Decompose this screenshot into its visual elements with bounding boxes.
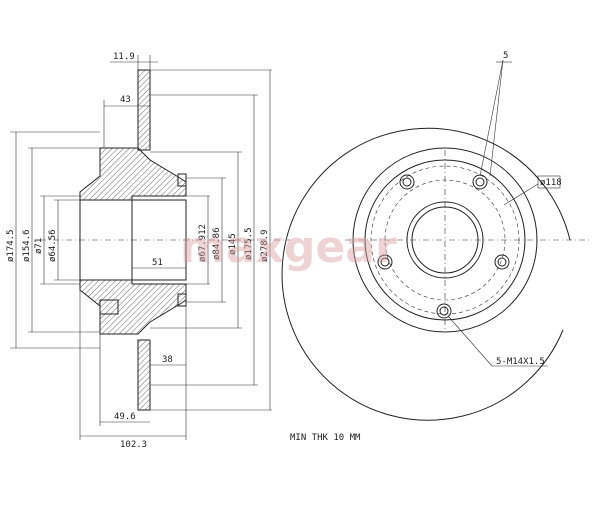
pcd-label-box bbox=[537, 175, 561, 189]
hub-upper-section bbox=[79, 147, 187, 201]
thread-label: 5-M14X1.5 bbox=[496, 357, 545, 367]
dim-offset-38: 38 bbox=[162, 355, 173, 365]
leader-thread bbox=[447, 315, 493, 367]
seal-bottom bbox=[177, 293, 187, 307]
dim-d9: ø278.9 bbox=[260, 229, 270, 262]
disc-flange-section-lower bbox=[137, 339, 151, 411]
bolt-hole bbox=[472, 174, 488, 190]
leader-pcd bbox=[503, 183, 539, 206]
dim-inner-width: 51 bbox=[152, 258, 163, 268]
brand-watermark: maxgear bbox=[180, 222, 397, 273]
dim-d8: ø175.5 bbox=[244, 227, 254, 260]
side-section-view bbox=[10, 55, 290, 440]
bolt-hole bbox=[436, 303, 452, 319]
bolt-hole bbox=[494, 254, 510, 270]
disc-outer-edge bbox=[281, 127, 571, 421]
bolt-count-label: 5 bbox=[503, 51, 508, 61]
front-view: 5 ø118 5-M14X1.5 bbox=[281, 51, 590, 421]
dim-d4: ø64.56 bbox=[48, 229, 58, 262]
stud-hole bbox=[99, 299, 119, 315]
disc-flange-section bbox=[137, 69, 151, 151]
min-thickness-note: MIN THK 10 MM bbox=[290, 433, 361, 443]
dim-d7: ø145 bbox=[228, 233, 238, 255]
bolt-hole bbox=[399, 174, 415, 190]
dim-flange-thickness: 11.9 bbox=[113, 52, 135, 62]
leader-bolts-2 bbox=[489, 59, 504, 177]
side-dimension-labels: 11.9 43 51 38 49.6 102.3 ø174.5 ø154.6 ø… bbox=[6, 52, 270, 450]
dim-d3: ø71 bbox=[34, 238, 44, 254]
seal-top bbox=[177, 173, 187, 187]
leader-bolts-1 bbox=[479, 59, 504, 177]
dim-d1: ø174.5 bbox=[6, 229, 16, 262]
dim-total-width: 102.3 bbox=[120, 440, 147, 450]
dim-hub-offset: 43 bbox=[120, 95, 131, 105]
hub-lower-section bbox=[79, 279, 187, 335]
pcd-label: ø118 bbox=[540, 178, 562, 188]
dim-d6: ø84.86 bbox=[212, 227, 222, 260]
bolt-hole bbox=[377, 254, 393, 270]
dim-d2: ø154.6 bbox=[22, 229, 32, 262]
dim-d5: ø67.912 bbox=[198, 224, 208, 262]
dim-width-49: 49.6 bbox=[114, 412, 136, 422]
